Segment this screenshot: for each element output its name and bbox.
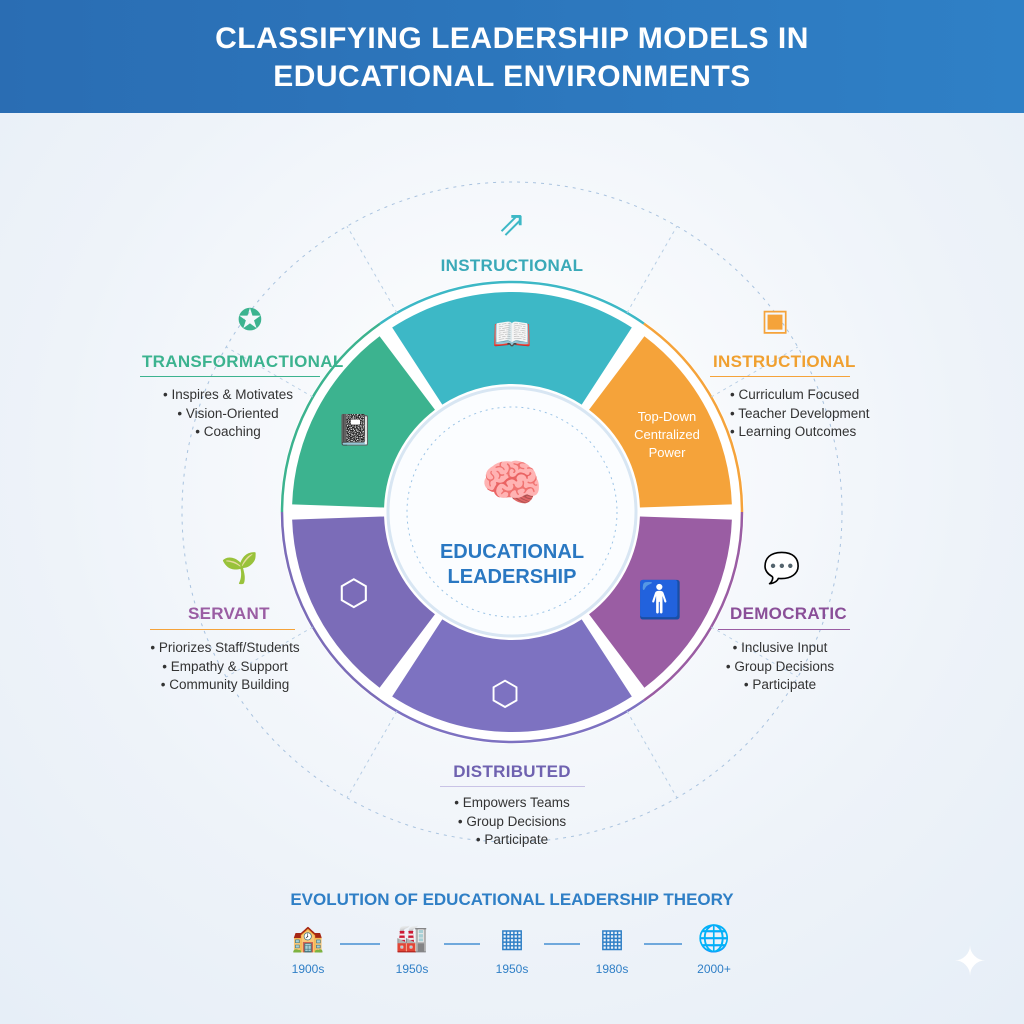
list-item: Empowers Teams xyxy=(437,794,587,813)
sparkle-icon: ✦ xyxy=(953,939,987,985)
timeline-label: 1950s xyxy=(495,962,529,976)
segment-text-line: Power xyxy=(648,445,686,460)
connector-line xyxy=(346,710,398,799)
segment-democratic xyxy=(589,516,732,688)
timeline-label: 2000+ xyxy=(697,962,731,976)
segment-text-line: Centralized xyxy=(634,427,700,442)
timeline-title: EVOLUTION OF EDUCATIONAL LEADERSHIP THEO… xyxy=(290,890,734,909)
list-item: Learning Outcomes xyxy=(730,423,870,442)
list-item: Inclusive Input xyxy=(720,639,840,658)
connector-line xyxy=(225,346,314,398)
center-title-line-2: LEADERSHIP xyxy=(447,566,577,588)
center-title-line-1: EDUCATIONAL xyxy=(439,541,585,563)
network-icon: ⬡ xyxy=(490,674,520,714)
segment-text-line: Top-Down xyxy=(637,409,697,424)
label-instructional-top: INSTRUCTIONAL xyxy=(440,256,584,275)
timeline-connector xyxy=(544,943,580,945)
divider xyxy=(150,629,295,630)
label-instructional-right: INSTRUCTIONAL xyxy=(713,352,856,371)
timeline-connector xyxy=(340,943,380,945)
segment-instructional-top-outline xyxy=(379,280,645,325)
connector-line xyxy=(626,225,678,314)
brain-book-icon: 🧠 xyxy=(481,454,543,512)
timeline-connector xyxy=(444,943,480,945)
certificate-icon: ▣ xyxy=(761,303,789,338)
servant-list: Priorizes Staff/Students Empathy & Suppo… xyxy=(140,639,310,695)
page-header: CLASSIFYING LEADERSHIP MODELS IN EDUCATI… xyxy=(0,0,1024,113)
list-item: Participate xyxy=(437,831,587,850)
list-item: Participate xyxy=(720,676,840,695)
speech-bubbles-icon: 💬 xyxy=(763,550,800,586)
timeline-label: 1900s xyxy=(291,962,325,976)
segment-servant-outline xyxy=(280,511,381,702)
distributed-list: Empowers Teams Group Decisions Participa… xyxy=(437,794,587,850)
notebook-pen-icon: 📓 xyxy=(336,413,373,448)
segment-transformational-outline xyxy=(280,322,381,513)
connector-line xyxy=(626,710,678,799)
divider xyxy=(140,376,320,377)
segment-instructional-right-outline xyxy=(643,322,744,513)
factory-icon: 🏭 xyxy=(395,923,429,953)
plant-hands-icon: 🌱 xyxy=(221,551,258,586)
label-transformational: TRANSFORMACTIONAL xyxy=(142,352,344,371)
chip-icon: ▦ xyxy=(499,923,525,953)
label-distributed: DISTRIBUTED xyxy=(453,762,571,781)
person-icon: 🚹 xyxy=(638,579,683,621)
instructional-list: Curriculum Focused Teacher Development L… xyxy=(730,386,870,442)
network-globe-icon: 🌐 xyxy=(697,923,731,953)
timeline-connector xyxy=(644,943,682,945)
list-item: Vision-Oriented xyxy=(158,405,298,424)
list-item: Teacher Development xyxy=(730,405,869,424)
list-item: Group Decisions xyxy=(720,658,840,677)
list-item: Empathy & Support xyxy=(140,658,310,677)
star-badge-icon: ✪ xyxy=(237,303,262,338)
list-item: Coaching xyxy=(158,423,298,442)
outer-dashed-guide xyxy=(181,181,843,843)
center-dashed-circle xyxy=(406,406,618,618)
list-item: Priorizes Staff/Students xyxy=(140,639,310,658)
list-item: Group Decisions xyxy=(437,813,587,832)
book-search-icon: 📖 xyxy=(492,315,532,353)
chip-icon: ▦ xyxy=(599,923,625,953)
title-line-1: CLASSIFYING LEADERSHIP MODELS IN xyxy=(215,22,809,55)
list-item: Community Building xyxy=(140,676,310,695)
divider xyxy=(440,786,585,787)
orange-segment-text: Top-Down Centralized Power xyxy=(622,408,712,462)
democratic-list: Inclusive Input Group Decisions Particip… xyxy=(720,639,840,695)
growth-arrows-icon: ⇗ xyxy=(498,204,527,244)
timeline-label: 1950s xyxy=(395,962,429,976)
network-icon: ⬡ xyxy=(338,573,369,614)
school-icon: 🏫 xyxy=(291,923,325,953)
connector-line xyxy=(346,225,398,314)
list-item: Curriculum Focused xyxy=(730,386,870,405)
segment-distributed-outline xyxy=(379,699,645,744)
divider xyxy=(710,376,850,377)
list-item: Inspires & Motivates xyxy=(158,386,298,405)
timeline-label: 1980s xyxy=(595,962,629,976)
connector-line xyxy=(710,346,799,398)
segment-transformational xyxy=(292,336,435,508)
center-title: EDUCATIONAL LEADERSHIP xyxy=(412,540,612,590)
segment-distributed xyxy=(392,619,632,732)
segment-servant xyxy=(292,516,435,688)
divider xyxy=(718,629,850,630)
center-circle xyxy=(386,386,638,638)
label-democratic: DEMOCRATIC xyxy=(730,604,847,623)
title-line-2: EDUCATIONAL ENVIRONMENTS xyxy=(273,60,751,93)
segment-democratic-outline xyxy=(643,511,744,702)
segment-instructional-right xyxy=(589,336,732,508)
transformational-list: Inspires & Motivates Vision-Oriented Coa… xyxy=(158,386,298,442)
label-servant: SERVANT xyxy=(188,604,270,623)
segment-instructional-top xyxy=(392,292,632,405)
